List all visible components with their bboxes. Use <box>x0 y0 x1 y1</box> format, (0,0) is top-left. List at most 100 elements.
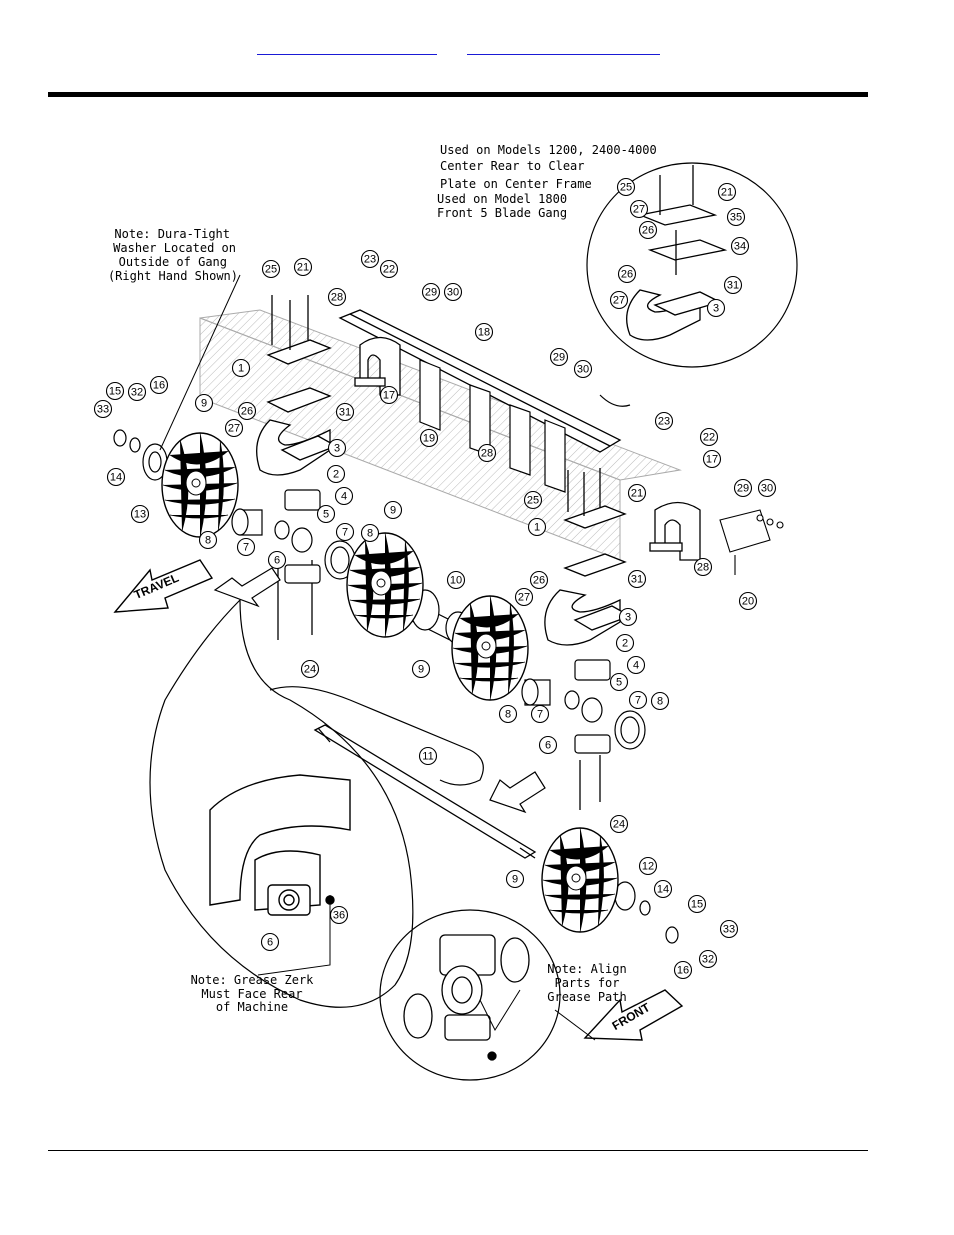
callout-27: 27 <box>224 418 244 438</box>
callout-number: 30 <box>761 483 773 495</box>
header-rule <box>48 92 868 97</box>
note-grease-line-3: of Machine <box>216 1000 288 1014</box>
callout-9: 9 <box>194 393 214 413</box>
callout-number: 4 <box>341 491 347 503</box>
callout-22: 22 <box>379 259 399 279</box>
callout-14: 14 <box>106 467 126 487</box>
callout-number: 22 <box>383 264 395 276</box>
callout-8: 8 <box>198 530 218 550</box>
detail-bubble-upper <box>586 162 798 368</box>
callout-27: 27 <box>609 290 629 310</box>
callout-circle <box>194 393 214 413</box>
callout-number: 26 <box>621 269 633 281</box>
callout-21: 21 <box>293 257 313 277</box>
callout-29: 29 <box>421 282 441 302</box>
callout-circle <box>231 358 251 378</box>
callout-number: 29 <box>425 287 437 299</box>
note-center-line-5: Front 5 Blade Gang <box>437 206 567 220</box>
callout-circle <box>267 550 287 570</box>
callout-number: 15 <box>691 899 703 911</box>
callout-35: 35 <box>726 207 746 227</box>
callout-number: 11 <box>422 751 433 763</box>
callout-number: 29 <box>737 483 749 495</box>
callout-number: 3 <box>625 612 631 624</box>
callout-31: 31 <box>627 569 647 589</box>
callout-circle <box>627 569 647 589</box>
callout-17: 17 <box>702 449 722 469</box>
callout-circle <box>421 282 441 302</box>
callout-circle <box>293 257 313 277</box>
callout-number: 24 <box>304 664 316 676</box>
callout-number: 21 <box>297 262 309 274</box>
callout-27: 27 <box>514 587 534 607</box>
callout-22: 22 <box>699 427 719 447</box>
callout-30: 30 <box>443 282 463 302</box>
callout-number: 14 <box>110 472 122 484</box>
callout-circle <box>446 570 466 590</box>
note-dura-line-2: Washer Located on <box>113 241 236 255</box>
callout-circle <box>609 814 629 834</box>
callout-number: 36 <box>333 910 345 922</box>
callout-30: 30 <box>757 478 777 498</box>
callout-1: 1 <box>231 358 251 378</box>
callout-circle <box>527 517 547 537</box>
callout-14: 14 <box>653 879 673 899</box>
callout-circle <box>383 500 403 520</box>
callout-26: 26 <box>617 264 637 284</box>
callout-number: 35 <box>730 212 742 224</box>
callout-circle <box>653 879 673 899</box>
callout-9: 9 <box>383 500 403 520</box>
callout-circle <box>334 486 354 506</box>
callout-number: 28 <box>697 562 709 574</box>
callout-circle <box>573 359 593 379</box>
callout-10: 10 <box>446 570 466 590</box>
callout-circle <box>149 375 169 395</box>
callout-number: 9 <box>512 874 518 886</box>
note-align-line-3: Grease Path <box>547 990 626 1004</box>
callout-25: 25 <box>261 259 281 279</box>
nav-link-1[interactable] <box>257 44 437 55</box>
callout-28: 28 <box>477 443 497 463</box>
callout-circle <box>673 960 693 980</box>
callout-30: 30 <box>573 359 593 379</box>
callout-18: 18 <box>474 322 494 342</box>
callout-number: 8 <box>205 535 211 547</box>
callout-circle <box>329 905 349 925</box>
callout-28: 28 <box>693 557 713 577</box>
callout-circle <box>105 381 125 401</box>
callout-circle <box>106 467 126 487</box>
callout-3: 3 <box>706 298 726 318</box>
nav-link-2[interactable] <box>467 44 660 55</box>
callout-circle <box>717 182 737 202</box>
callout-circle <box>626 655 646 675</box>
note-grease-line-1: Note: Grease Zerk <box>191 973 315 987</box>
callout-number: 23 <box>658 416 670 428</box>
callout-number: 1 <box>534 522 540 534</box>
callout-circle <box>618 607 638 627</box>
callout-33: 33 <box>719 919 739 939</box>
callout-number: 27 <box>518 592 530 604</box>
note-align-line-2: Parts for <box>554 976 619 990</box>
callout-28: 28 <box>327 287 347 307</box>
callout-1: 1 <box>527 517 547 537</box>
callout-circle <box>418 746 438 766</box>
callout-circle <box>261 259 281 279</box>
callout-circle <box>650 691 670 711</box>
callout-26: 26 <box>237 401 257 421</box>
callout-number: 14 <box>657 884 669 896</box>
detail-bubble-align <box>379 909 561 1081</box>
note-align-line-1: Note: Align <box>547 962 626 976</box>
callout-23: 23 <box>654 411 674 431</box>
callout-2: 2 <box>326 464 346 484</box>
callout-circle <box>327 438 347 458</box>
callout-7: 7 <box>628 690 648 710</box>
callout-12: 12 <box>638 856 658 876</box>
callout-25: 25 <box>523 490 543 510</box>
callout-circle <box>379 385 399 405</box>
callout-34: 34 <box>730 236 750 256</box>
callout-6: 6 <box>260 932 280 952</box>
callout-number: 6 <box>545 740 551 752</box>
callout-8: 8 <box>498 704 518 724</box>
gang-axle <box>313 724 537 859</box>
callout-number: 3 <box>713 303 719 315</box>
